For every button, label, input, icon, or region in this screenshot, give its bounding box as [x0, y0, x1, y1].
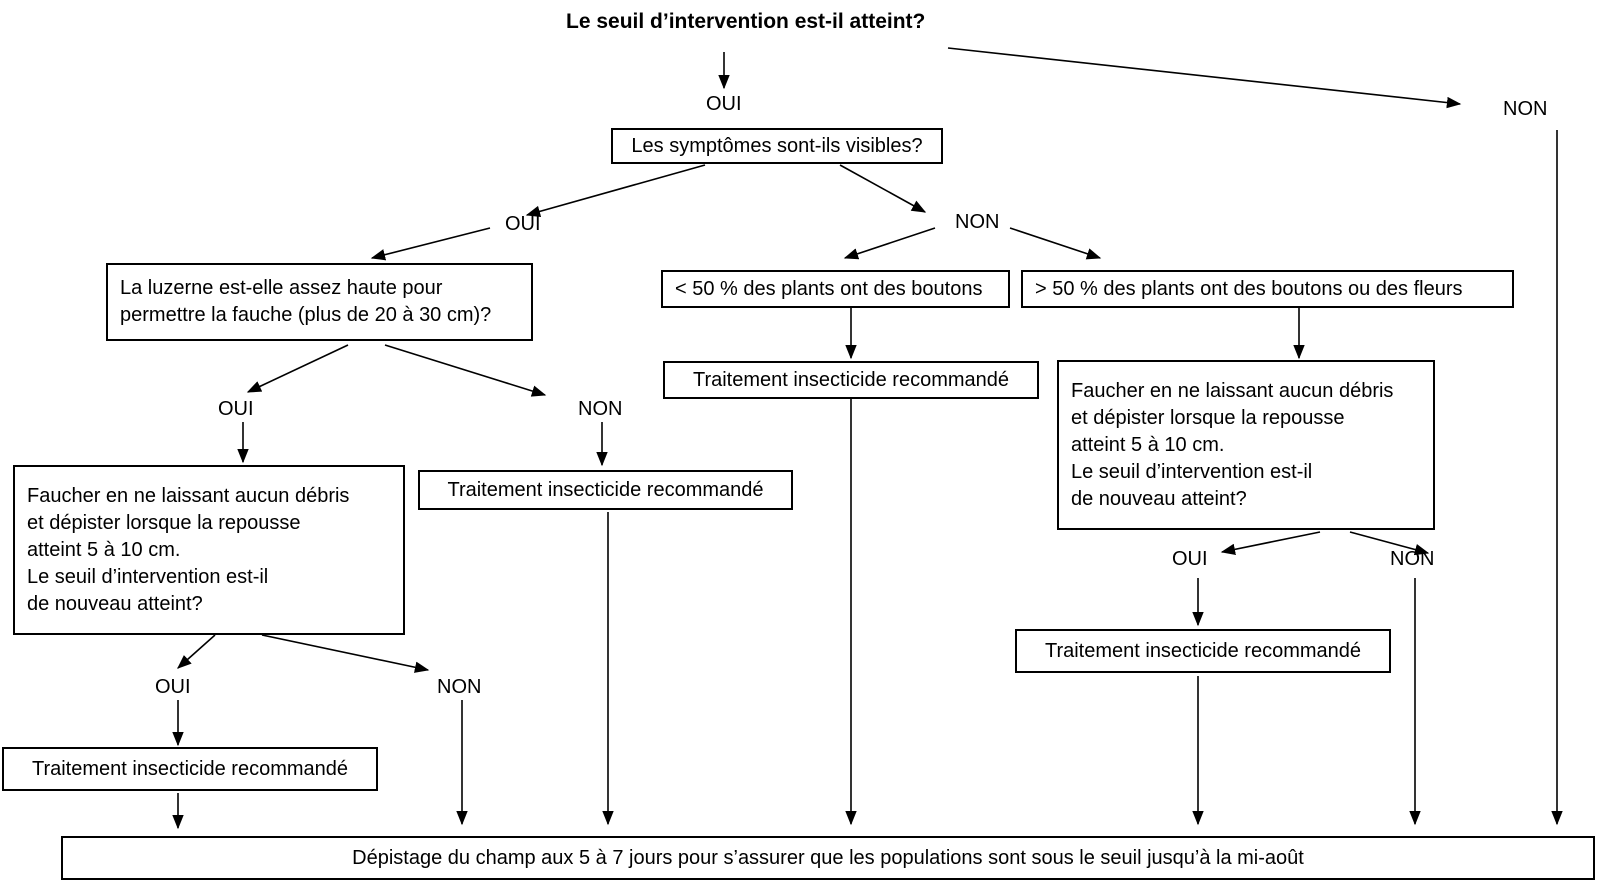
- edge-label-title-non: NON: [1503, 98, 1548, 120]
- arrow-luzerne-to-oui: [246, 344, 349, 393]
- arrow-symptomes-to-non: [839, 164, 927, 213]
- edge-label-faucher-right-oui: OUI: [1172, 548, 1208, 570]
- node-footer-depistage[interactable]: Dépistage du champ aux 5 à 7 jours pour …: [61, 836, 1595, 880]
- edge-label-luzerne-oui: OUI: [218, 398, 254, 420]
- edge-label-symptomes-oui: OUI: [505, 213, 541, 235]
- arrow-luzerne-to-non: [384, 344, 547, 397]
- node-condition-moins-50[interactable]: < 50 % des plants ont des boutons: [661, 270, 1010, 308]
- node-question-symptomes[interactable]: Les symptômes sont-ils visibles?: [611, 128, 943, 164]
- node-action-traitement-centre[interactable]: Traitement insecticide recommandé: [663, 361, 1039, 399]
- edge-label-title-oui: OUI: [706, 93, 742, 115]
- edge-label-faucher-right-non: NON: [1390, 548, 1435, 570]
- arrow-title-to-non: [947, 47, 1462, 109]
- arrow-faucher-left-to-oui: [177, 634, 216, 669]
- arrow-non-to-plus50: [1009, 227, 1102, 260]
- diagram-title: Le seuil d’intervention est-il atteint?: [566, 10, 926, 33]
- node-action-traitement-droite-bas[interactable]: Traitement insecticide recommandé: [1015, 629, 1391, 673]
- node-action-traitement-milieu-gauche[interactable]: Traitement insecticide recommandé: [418, 470, 793, 510]
- arrow-symptomes-to-oui: [525, 164, 706, 217]
- arrow-faucher-right-to-oui: [1220, 531, 1321, 556]
- node-action-faucher-gauche[interactable]: Faucher en ne laissant aucun débris et d…: [13, 465, 405, 635]
- node-condition-plus-50[interactable]: > 50 % des plants ont des boutons ou des…: [1021, 270, 1514, 308]
- node-question-luzerne[interactable]: La luzerne est-elle assez haute pour per…: [106, 263, 533, 341]
- node-action-faucher-droite[interactable]: Faucher en ne laissant aucun débris et d…: [1057, 360, 1435, 530]
- node-action-traitement-bas-gauche[interactable]: Traitement insecticide recommandé: [2, 747, 378, 791]
- arrow-faucher-left-to-non: [261, 634, 430, 673]
- edge-label-symptomes-non: NON: [955, 211, 1000, 233]
- edge-label-faucher-left-non: NON: [437, 676, 482, 698]
- edge-label-luzerne-non: NON: [578, 398, 623, 420]
- edge-label-faucher-left-oui: OUI: [155, 676, 191, 698]
- arrow-oui-to-luzerne: [370, 227, 491, 261]
- arrow-non-to-moins50: [843, 227, 936, 260]
